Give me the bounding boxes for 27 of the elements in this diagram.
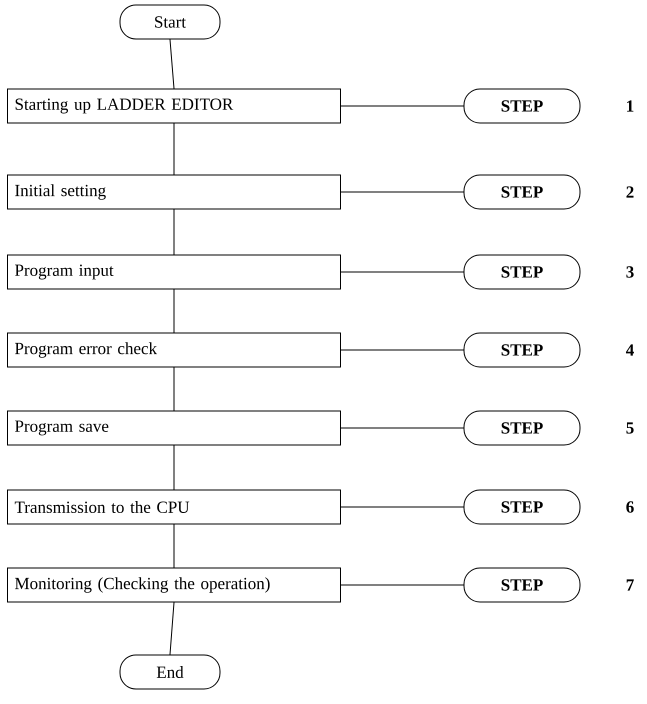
terminal-box: Start [120,4,220,40]
process-box: Transmission to the CPU [7,490,341,524]
step-badge: STEP [464,254,580,290]
step-number: 2 [626,186,634,198]
step-number: 5 [626,422,634,434]
step-badge: STEP [464,88,580,124]
step-number: 4 [626,344,634,356]
terminal-box: End [120,654,220,690]
process-box: Starting up LADDER EDITOR [7,88,341,124]
step-number: 3 [626,266,634,278]
step-number: 1 [627,100,634,112]
process-box: Program error check [7,332,341,368]
connector-line [170,602,174,655]
process-box: Monitoring (Checking the operation) [7,568,341,602]
connector-line [170,39,174,89]
process-box: Program save [7,410,341,446]
step-badge: STEP [464,332,580,368]
step-badge: STEP [464,490,580,524]
step-badge: STEP [464,410,580,446]
step-badge: STEP [464,568,580,602]
connector-line [340,584,464,586]
step-badge: STEP [464,174,580,210]
step-number: 6 [626,501,634,513]
step-number: 7 [626,579,634,591]
connector-line [340,506,464,508]
process-box: Program input [7,254,341,290]
process-box: Initial setting [7,174,341,210]
